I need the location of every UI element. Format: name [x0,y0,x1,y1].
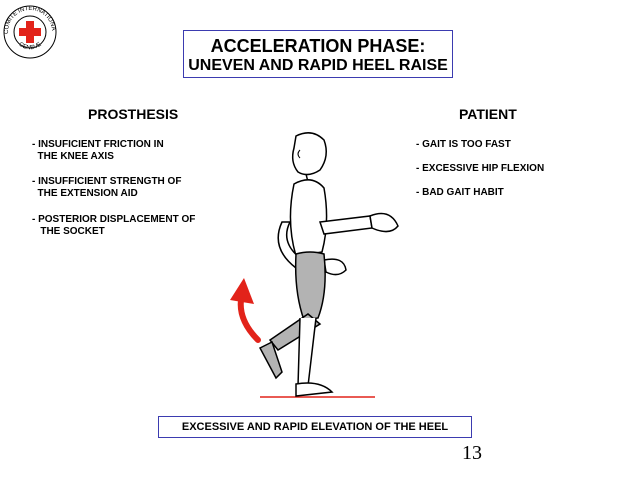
logo-text-bottom: GENEVE [17,42,42,52]
sound-foot [295,382,334,397]
prosthesis-heading: PROSTHESIS [88,106,179,122]
patient-heading: PATIENT [459,106,517,122]
icrc-emblem-icon: COMITE INTERNATIONAL GENEVE [0,0,57,59]
patient-item-3: - BAD GAIT HABIT [416,187,504,198]
walking-figure [220,122,420,402]
prosthetic-socket [294,251,326,321]
icrc-logo: COMITE INTERNATIONAL GENEVE [0,0,58,60]
caption-box: EXCESSIVE AND RAPID ELEVATION OF THE HEE… [158,416,472,438]
head-shape [291,132,327,176]
patient-item-1: - GAIT IS TOO FAST [416,139,511,150]
slide-title: ACCELERATION PHASE: [210,36,426,56]
prosthesis-item-3: - POSTERIOR DISPLACEMENT OF THE SOCKET [32,214,196,237]
patient-item-2: - EXCESSIVE HIP FLEXION [416,163,545,174]
title-box: ACCELERATION PHASE: UNEVEN AND RAPID HEE… [183,30,453,78]
torso-shape [289,179,328,257]
walking-person-icon [230,132,399,398]
page-number: 13 [462,442,482,464]
slide-subtitle: UNEVEN AND RAPID HEEL RAISE [188,57,448,74]
prosthetic-foot [258,340,283,380]
sound-leg [297,317,317,387]
prosthesis-item-2: - INSUFFICIENT STRENGTH OF THE EXTENSION… [32,176,182,199]
prosthesis-item-1: - INSUFICIENT FRICTION IN THE KNEE AXIS [32,139,164,162]
hand-front [369,212,399,233]
